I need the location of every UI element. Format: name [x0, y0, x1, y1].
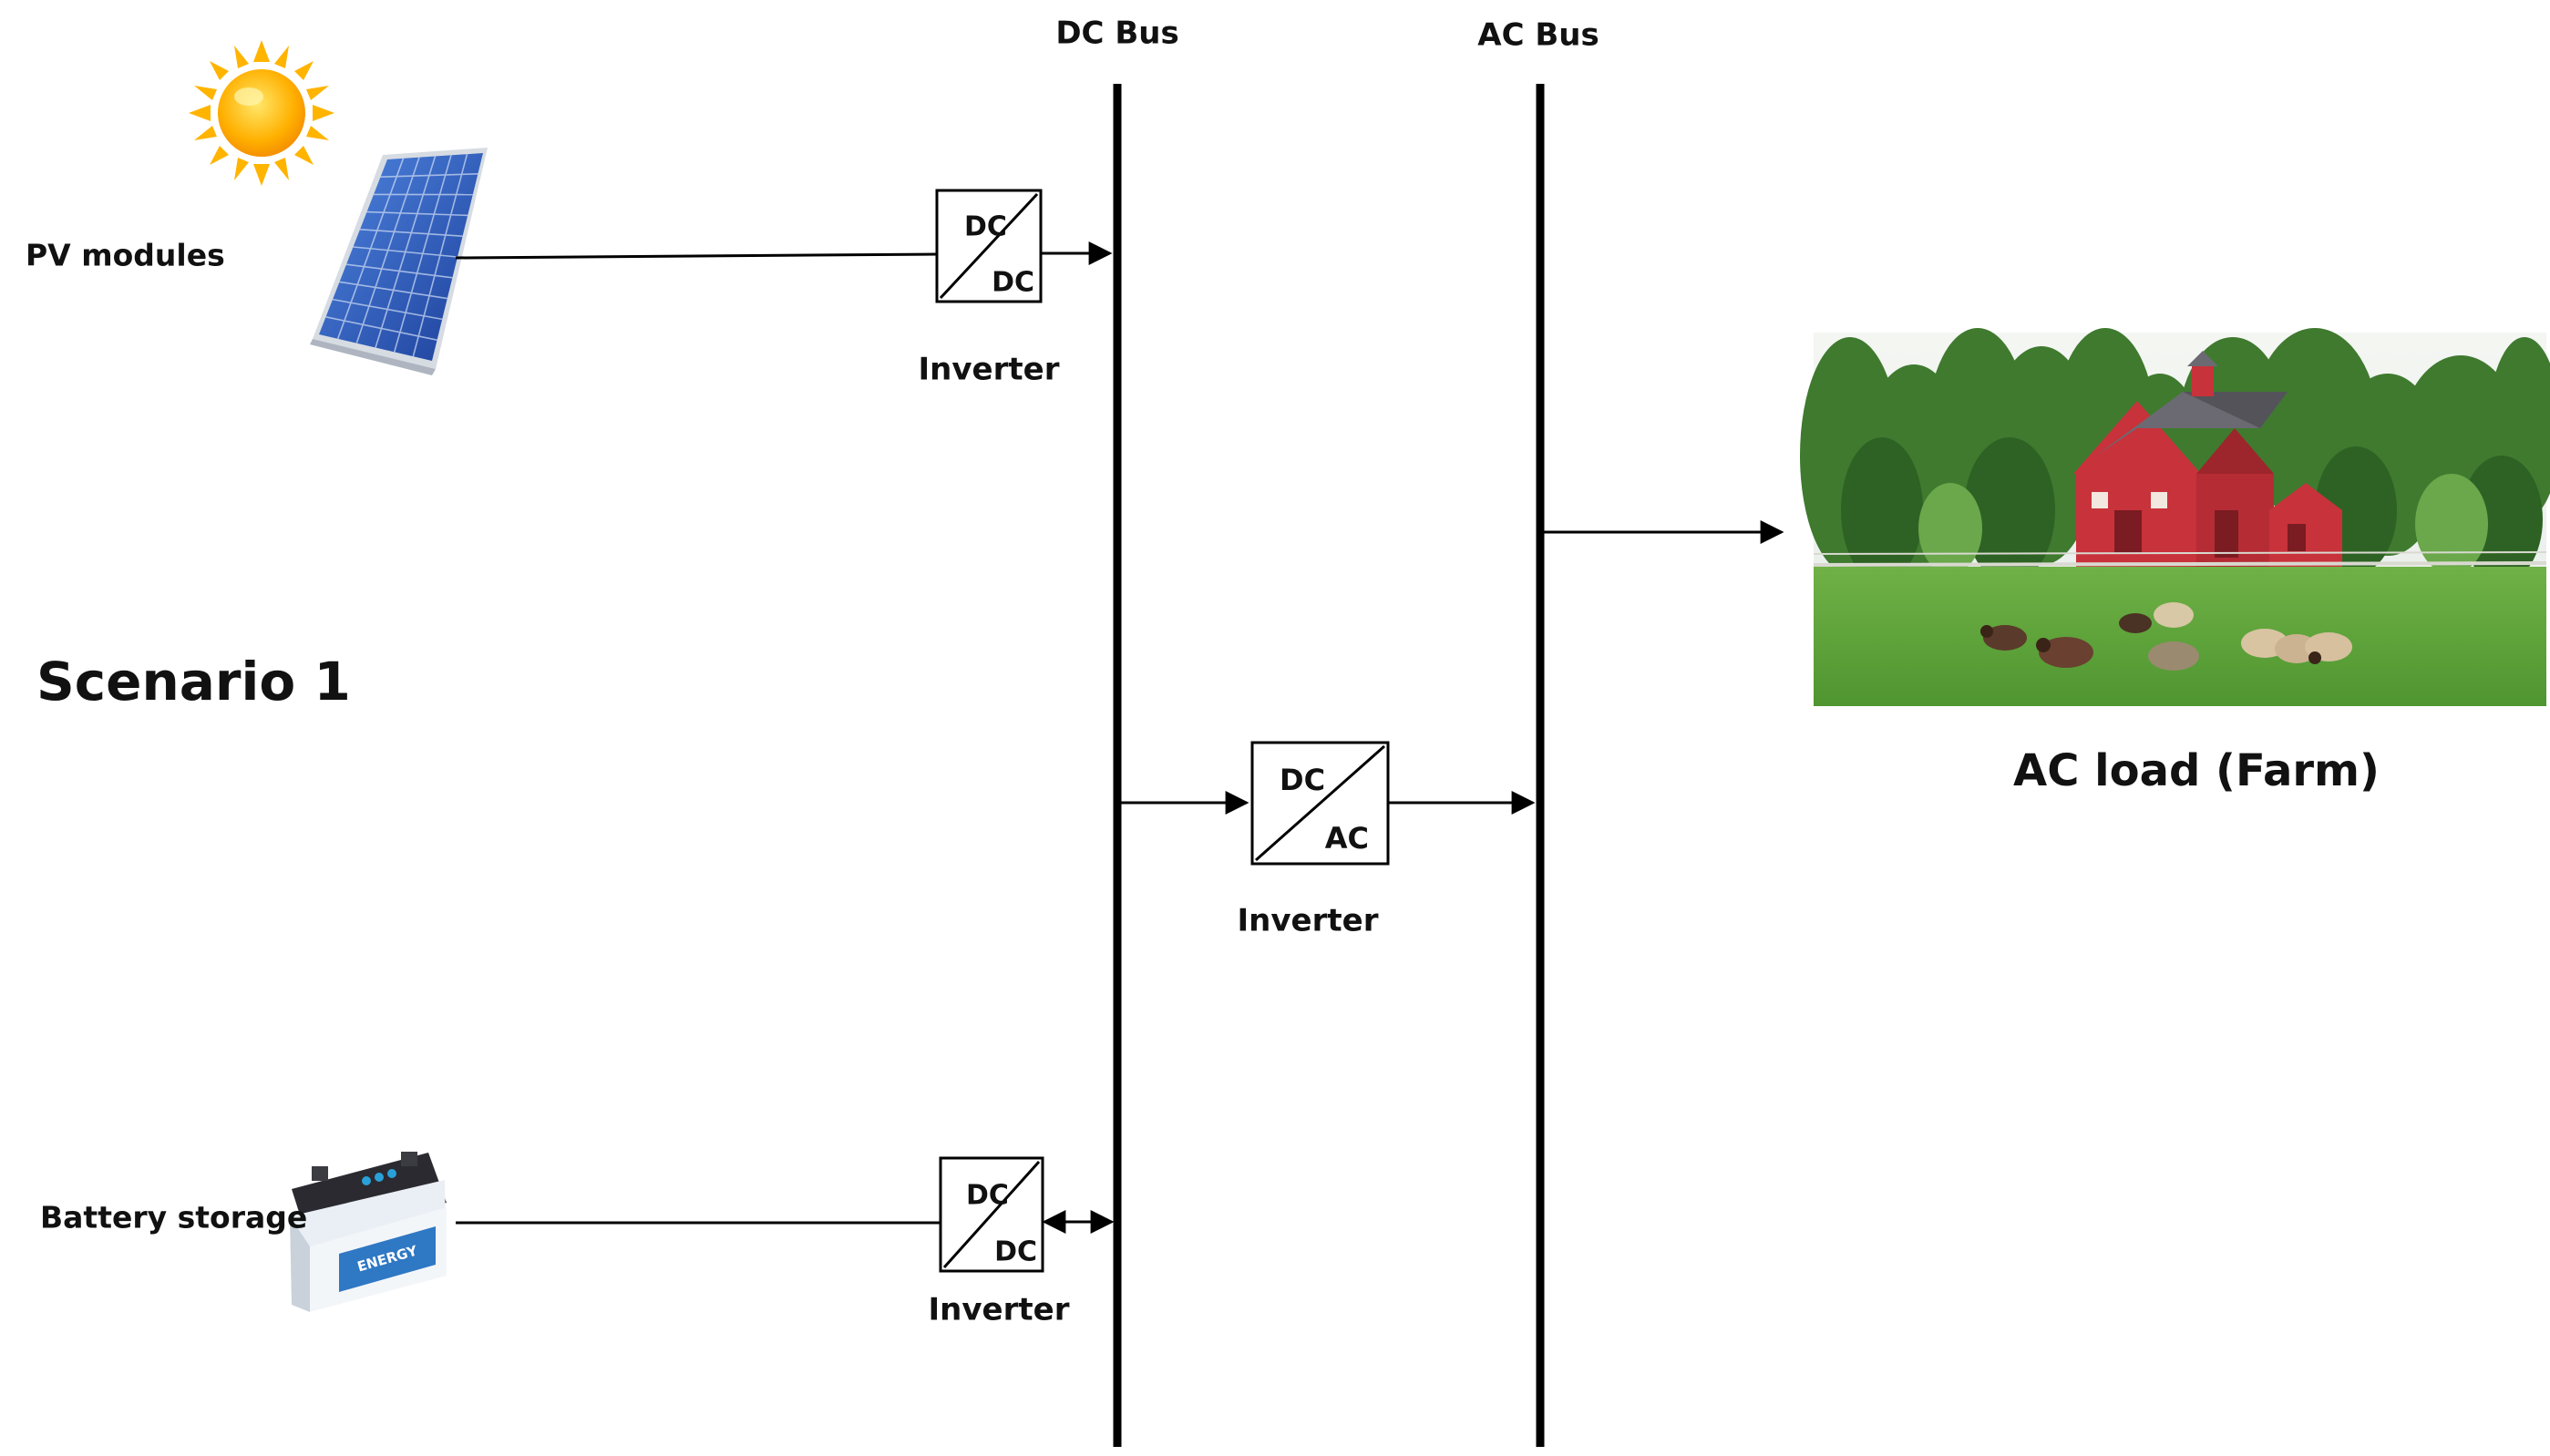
panel-grid-line [325, 316, 437, 341]
panel-grid-line [380, 173, 478, 178]
pv-converter-bottom-label: DC [992, 267, 1034, 299]
dc-ac-inverter: DC AC [1250, 741, 1390, 866]
battery-converter-bottom-label: DC [994, 1236, 1037, 1268]
panel-grid-line [366, 210, 468, 217]
solar-panel-icon [310, 148, 488, 375]
pv-connection-line [455, 252, 938, 260]
battery-converter-caption: Inverter [929, 1292, 1070, 1328]
pv-converter-top-label: DC [964, 211, 1007, 243]
panel-grid-line [345, 263, 453, 279]
pv-modules-label: PV modules [26, 238, 225, 273]
battery-converter-top-label: DC [966, 1180, 1009, 1212]
sun-icon [189, 40, 334, 186]
panel-grid-line [353, 246, 458, 258]
panel-grid-line [359, 229, 463, 237]
main-inverter-caption: Inverter [1238, 903, 1379, 939]
pv-dc-dc-converter: DC DC [935, 189, 1043, 303]
pv-converter-caption: Inverter [919, 352, 1060, 388]
sheep-group [1980, 602, 2352, 671]
battery-storage-label: Battery storage [40, 1200, 307, 1236]
panel-grid-line [339, 281, 447, 300]
main-inverter-top-label: DC [1280, 763, 1325, 797]
farm-scene-image [1800, 328, 2550, 706]
battery-dc-dc-converter: DC DC [939, 1156, 1044, 1273]
scenario-title: Scenario 1 [36, 651, 351, 713]
ac-load-label: AC load (Farm) [2013, 745, 2380, 796]
battery-icon: ENERGY [290, 1152, 447, 1312]
dc-bus-label: DC Bus [1055, 15, 1178, 52]
ac-bus-label: AC Bus [1477, 17, 1599, 54]
panel-grid-line [332, 298, 443, 321]
main-inverter-bottom-label: AC [1325, 821, 1369, 856]
